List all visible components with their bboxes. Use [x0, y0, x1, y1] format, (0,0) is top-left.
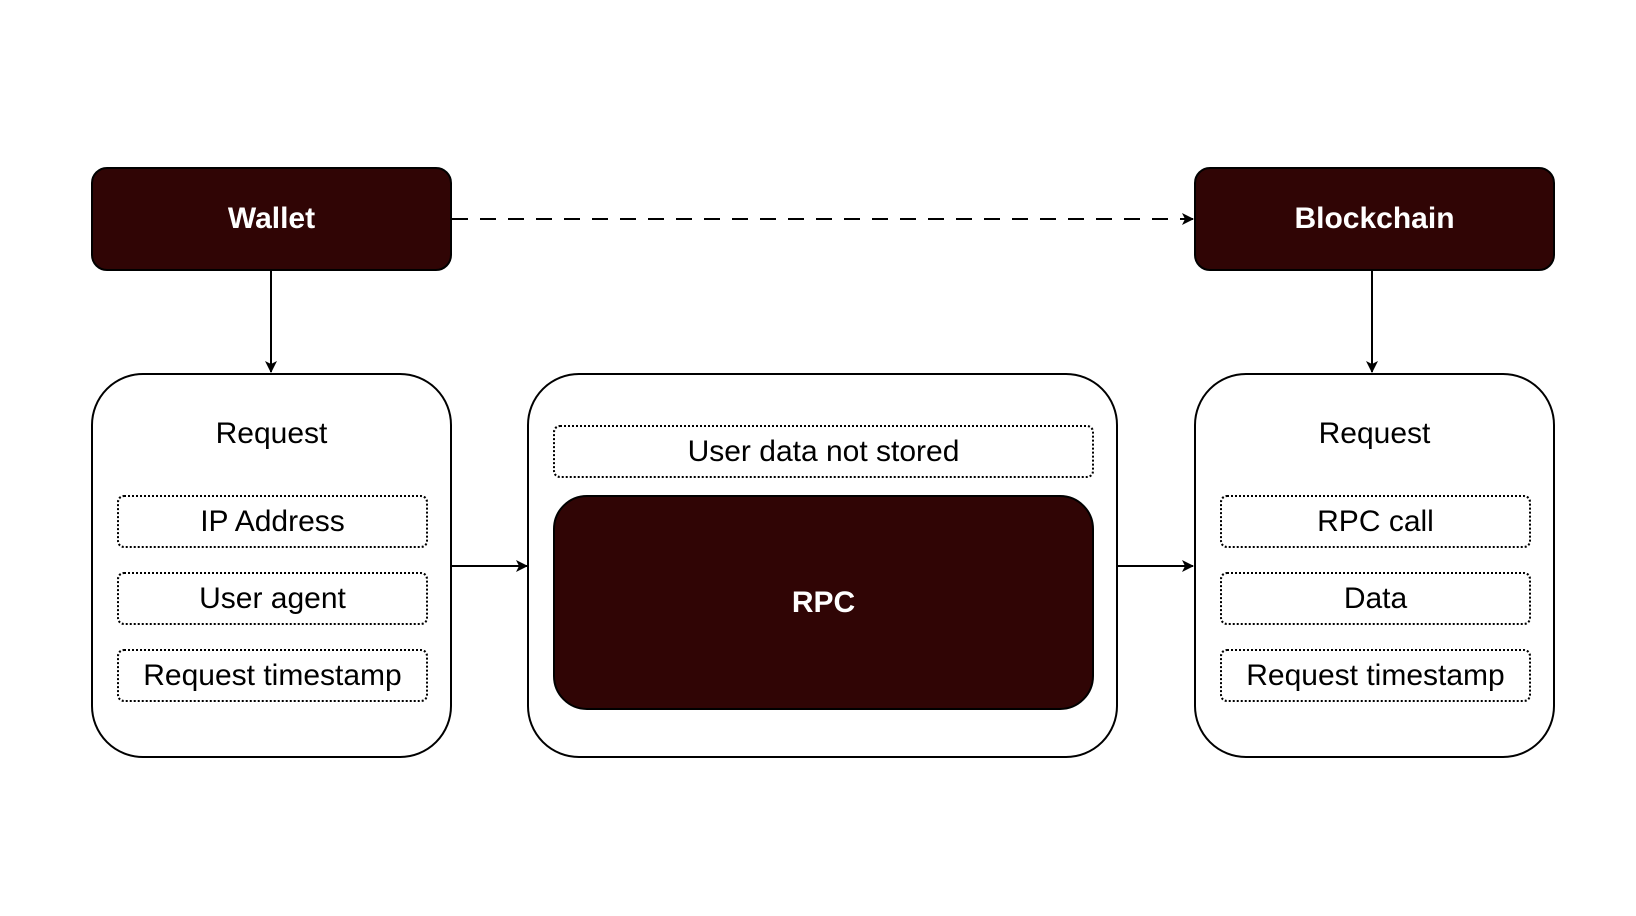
- right-field-rpc-call: RPC call: [1220, 495, 1531, 548]
- left-field-request-timestamp: Request timestamp: [117, 649, 428, 702]
- right-field-request-timestamp: Request timestamp: [1220, 649, 1531, 702]
- left-field-user-agent: User agent: [117, 572, 428, 625]
- wallet-node: Wallet: [91, 167, 452, 271]
- blockchain-label: Blockchain: [1294, 202, 1455, 235]
- rpc-note-user-data-not-stored: User data not stored: [553, 425, 1094, 478]
- right-request-title: Request: [1318, 417, 1431, 450]
- right-request-panel: Request RPC call Data Request timestamp: [1194, 373, 1555, 758]
- rpc-panel: User data not stored RPC: [527, 373, 1118, 758]
- left-field-ip-address: IP Address: [117, 495, 428, 548]
- left-request-title: Request: [215, 417, 328, 450]
- wallet-label: Wallet: [227, 202, 316, 235]
- rpc-label: RPC: [791, 585, 856, 619]
- left-request-panel: Request IP Address User agent Request ti…: [91, 373, 452, 758]
- rpc-node: RPC: [553, 495, 1094, 710]
- blockchain-node: Blockchain: [1194, 167, 1555, 271]
- right-field-data: Data: [1220, 572, 1531, 625]
